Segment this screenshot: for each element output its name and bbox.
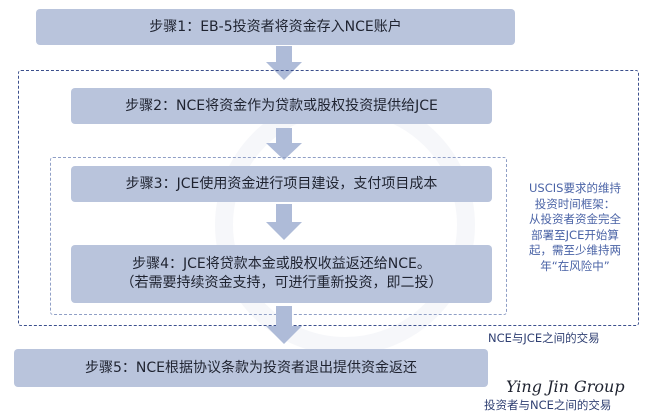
note-line: USCIS要求的维持 [529, 181, 621, 195]
uscis-timeframe-note: USCIS要求的维持 投资时间框架： 从投资者资金完全 部署至JCE开始算 起，… [515, 181, 635, 274]
arrow-down-icon [266, 46, 302, 80]
investor-nce-frame-label: 投资者与NCE之间的交易 [484, 398, 612, 412]
step-5-text: 步骤5：NCE根据协议条款为投资者退出提供资金返还 [85, 359, 417, 376]
note-line: 从投资者资金完全 [529, 212, 621, 226]
brand-logo: Ying Jin Group [506, 377, 625, 396]
note-line: 年“在风险中” [540, 258, 610, 273]
arrow-down-icon [266, 204, 302, 240]
step-2-box: 步骤2：NCE将资金作为贷款或股权投资提供给JCE [71, 88, 492, 124]
nce-jce-frame-label: NCE与JCE之间的交易 [488, 331, 600, 345]
step-1-text: 步骤1：EB-5投资者将资金存入NCE账户 [149, 18, 402, 35]
step-4-box: 步骤4：JCE将贷款本金或股权收益返还给NCE。 （若需要持续资金支持，可进行重… [71, 245, 492, 303]
step-2-text: 步骤2：NCE将资金作为贷款或股权投资提供给JCE [125, 97, 438, 114]
note-line: 投资时间框架： [534, 196, 616, 211]
step-4-text-line1: 步骤4：JCE将贷款本金或股权收益返还给NCE。 [132, 256, 431, 272]
step-4-text-line2: （若需要持续资金支持，可进行重新投资，即二投） [120, 275, 443, 291]
step-3-box: 步骤3：JCE使用资金进行项目建设，支付项目成本 [71, 166, 492, 202]
step-5-box: 步骤5：NCE根据协议条款为投资者退出提供资金返还 [14, 349, 488, 387]
arrow-down-icon [266, 128, 302, 160]
note-line: 部署至JCE开始算 [531, 227, 619, 242]
step-1-box: 步骤1：EB-5投资者将资金存入NCE账户 [36, 9, 515, 45]
note-line: 起，需至少维持两 [529, 243, 621, 257]
arrow-down-icon [266, 306, 302, 344]
nce-jce-transaction-frame [18, 70, 639, 326]
step-3-text: 步骤3：JCE使用资金进行项目建设，支付项目成本 [125, 175, 438, 192]
